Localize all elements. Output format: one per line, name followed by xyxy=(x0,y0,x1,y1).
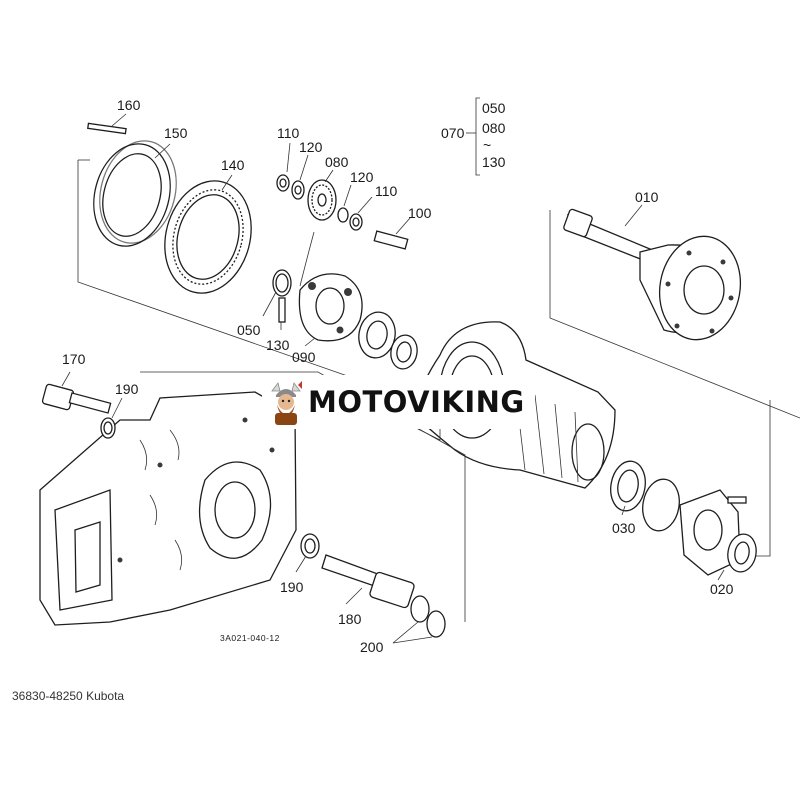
label-180: 180 xyxy=(338,611,362,627)
part-number-labels: 160 150 140 110 120 080 120 110 100 050 … xyxy=(62,97,734,655)
part-190-snap-ring-lower xyxy=(295,533,320,573)
label-020: 020 xyxy=(710,581,734,597)
label-190-upper: 190 xyxy=(115,381,139,397)
label-080: 080 xyxy=(325,154,349,170)
label-100: 100 xyxy=(408,205,432,221)
label-200: 200 xyxy=(360,639,384,655)
label-110-right: 110 xyxy=(375,183,398,199)
motoviking-watermark: MOTOVIKING xyxy=(262,375,535,429)
label-140: 140 xyxy=(221,157,245,173)
part-180-output-shaft xyxy=(321,554,415,609)
viking-mascot-icon xyxy=(271,381,302,425)
label-090: 090 xyxy=(292,349,316,365)
label-070-range: ~ xyxy=(483,137,491,153)
drawing-code: 3A021-040-12 xyxy=(220,633,280,643)
upper-assembly-frame xyxy=(77,159,446,411)
label-070: 070 xyxy=(441,125,465,141)
center-bearing-and-seal xyxy=(358,311,418,370)
group-070-labels: 070 050 080 ~ 130 xyxy=(441,100,506,170)
label-010: 010 xyxy=(635,189,659,205)
label-170: 170 xyxy=(62,351,86,367)
part-010-axle-shaft xyxy=(549,204,800,419)
planet-carrier-assembly xyxy=(262,269,363,347)
part-160-pin xyxy=(87,113,127,135)
label-110-left: 110 xyxy=(277,125,300,141)
part-140-internal-ring-gear xyxy=(164,174,252,294)
label-130: 130 xyxy=(266,337,290,353)
label-070-item-050: 050 xyxy=(482,100,506,116)
label-160: 160 xyxy=(117,97,141,113)
part-number-caption: 36830-48250 Kubota xyxy=(12,689,125,703)
group-070-bracket xyxy=(466,97,480,176)
label-030: 030 xyxy=(612,520,636,536)
label-070-item-130: 130 xyxy=(482,154,506,170)
part-170-input-shaft xyxy=(41,371,112,414)
label-050: 050 xyxy=(237,322,261,338)
label-070-item-080: 080 xyxy=(482,120,506,136)
part-200-o-rings xyxy=(392,595,446,644)
label-120-left: 120 xyxy=(299,139,323,155)
planet-gear-parts xyxy=(276,142,411,287)
output-seal-parts xyxy=(610,400,771,581)
part-150-thrust-ring xyxy=(93,140,177,247)
part-190-snap-ring-upper xyxy=(100,397,123,439)
label-150: 150 xyxy=(164,125,188,141)
label-120-right: 120 xyxy=(350,169,374,185)
brand-name: MOTOVIKING xyxy=(308,385,525,419)
label-190-lower: 190 xyxy=(280,579,304,595)
